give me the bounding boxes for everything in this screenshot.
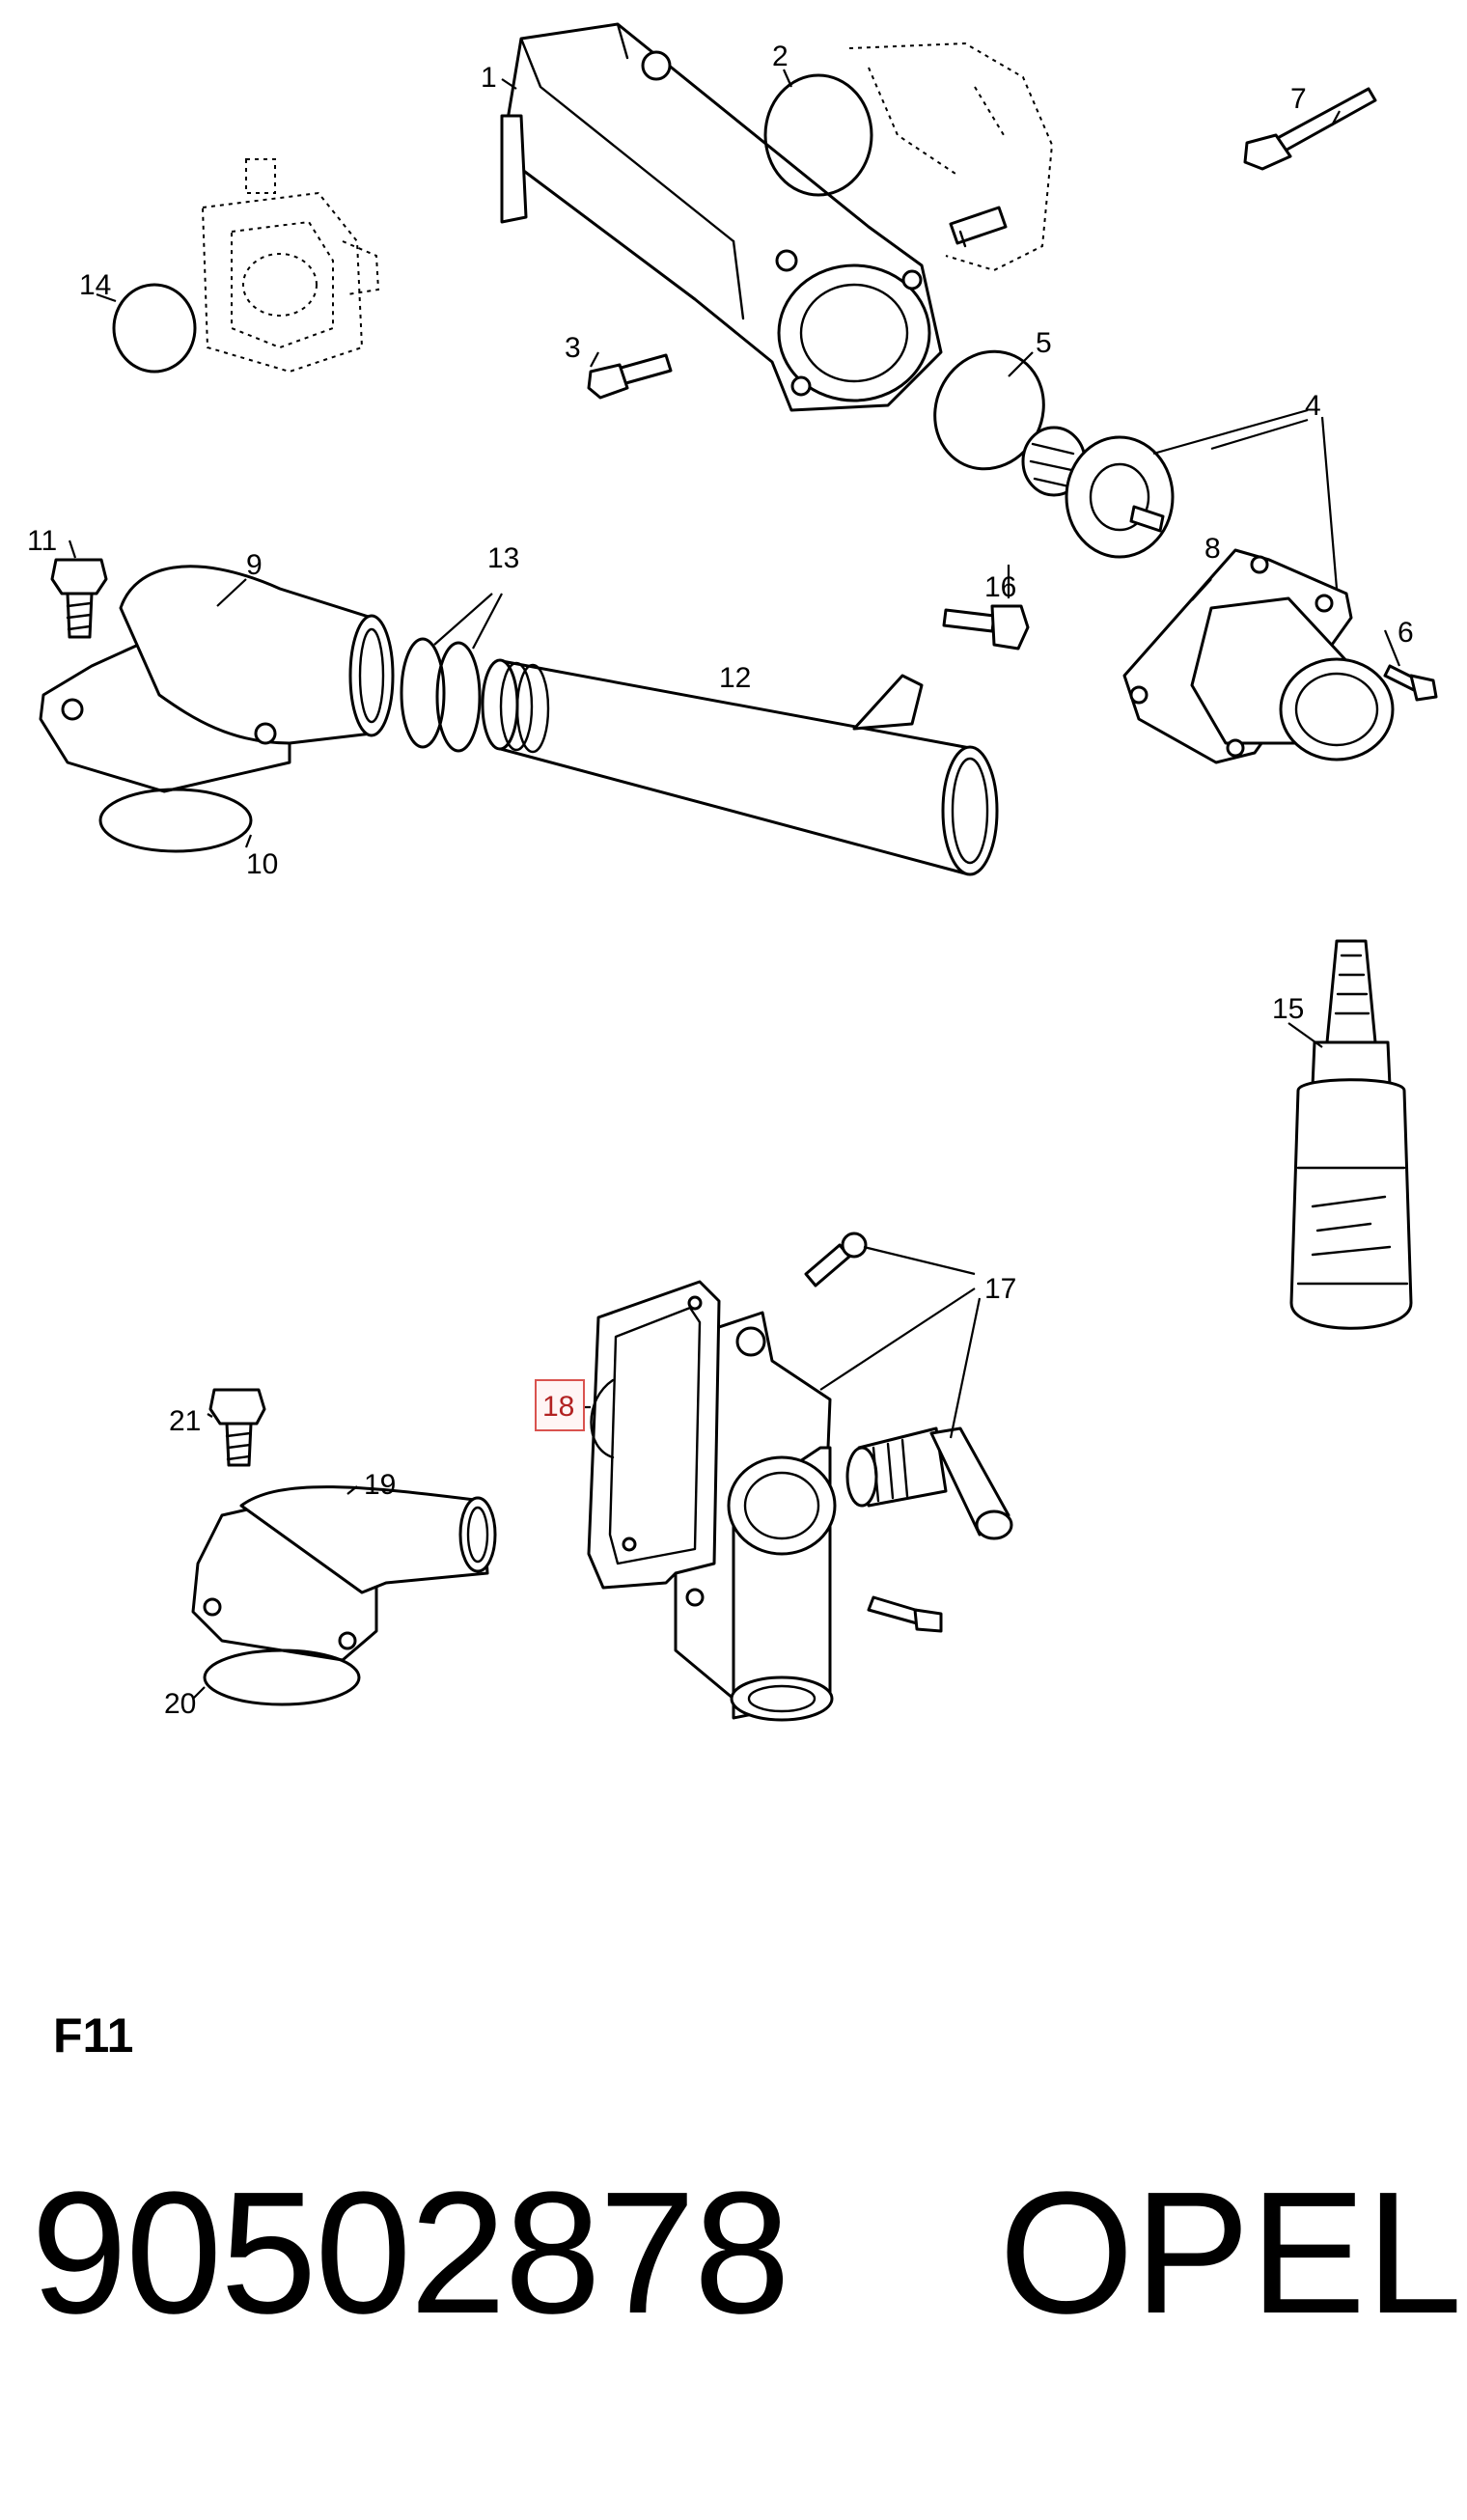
part-13-ring-b [435,641,482,753]
callout-18: 18 [542,1391,574,1423]
part-6-bolt [1383,664,1438,702]
part-4-thermostat [1021,426,1175,559]
part-17-sensor [804,1232,868,1288]
part-13-ring-a [400,637,446,749]
callout-labels: 1 2 3 4 5 6 7 8 9 10 11 12 13 14 15 16 1… [27,41,1414,1720]
callout-14: 14 [79,269,111,301]
part-number: 90502878 [31,2156,790,2350]
leader-lines [68,69,1401,1700]
engine-ghost-outline [848,42,1054,272]
callout-5: 5 [1036,327,1052,359]
callout-18-highlight-box [535,1379,585,1431]
callout-19: 19 [364,1469,396,1501]
stud [949,206,1008,248]
part-17-hose-fitting [845,1426,1013,1540]
callout-17: 17 [984,1273,1016,1305]
callout-16: 16 [984,571,1016,603]
callout-2: 2 [772,41,789,72]
part-15-bottle [1289,939,1413,1330]
part-7-bolt [1243,87,1377,171]
callout-3: 3 [565,332,581,364]
callout-8: 8 [1204,533,1221,565]
callout-6: 6 [1398,617,1414,649]
part-21-bolt [208,1388,266,1467]
part-11-bolt [50,558,108,639]
callout-10: 10 [246,848,278,880]
callout-1: 1 [481,62,497,94]
small-bolt-near-17 [867,1595,943,1633]
part-10-ring [98,788,253,853]
part-20-ring [203,1648,361,1706]
callout-12: 12 [719,662,751,694]
callout-20: 20 [164,1688,196,1720]
callout-9: 9 [246,549,263,581]
part-12-pipe [481,658,999,876]
part-1-housing [500,22,943,412]
callout-21: 21 [169,1405,201,1437]
part-18-gasket [587,1280,721,1590]
brand-name: OPEL [999,2156,1463,2350]
callout-11: 11 [27,525,57,557]
part-16-bolt [942,604,1030,651]
part-14-o-ring [112,283,197,374]
part-19-elbow [191,1485,497,1662]
callout-7: 7 [1290,83,1307,115]
callout-4: 4 [1305,390,1321,422]
callout-13: 13 [487,542,519,574]
part-8-outlet [1122,548,1395,764]
part-14-ghost-housing [201,158,380,374]
figure-code: F11 [53,2008,134,2063]
part-9-elbow [39,565,395,793]
part-3-bolt [587,353,673,400]
callout-15: 15 [1272,993,1304,1025]
part-2-ring [763,73,873,197]
